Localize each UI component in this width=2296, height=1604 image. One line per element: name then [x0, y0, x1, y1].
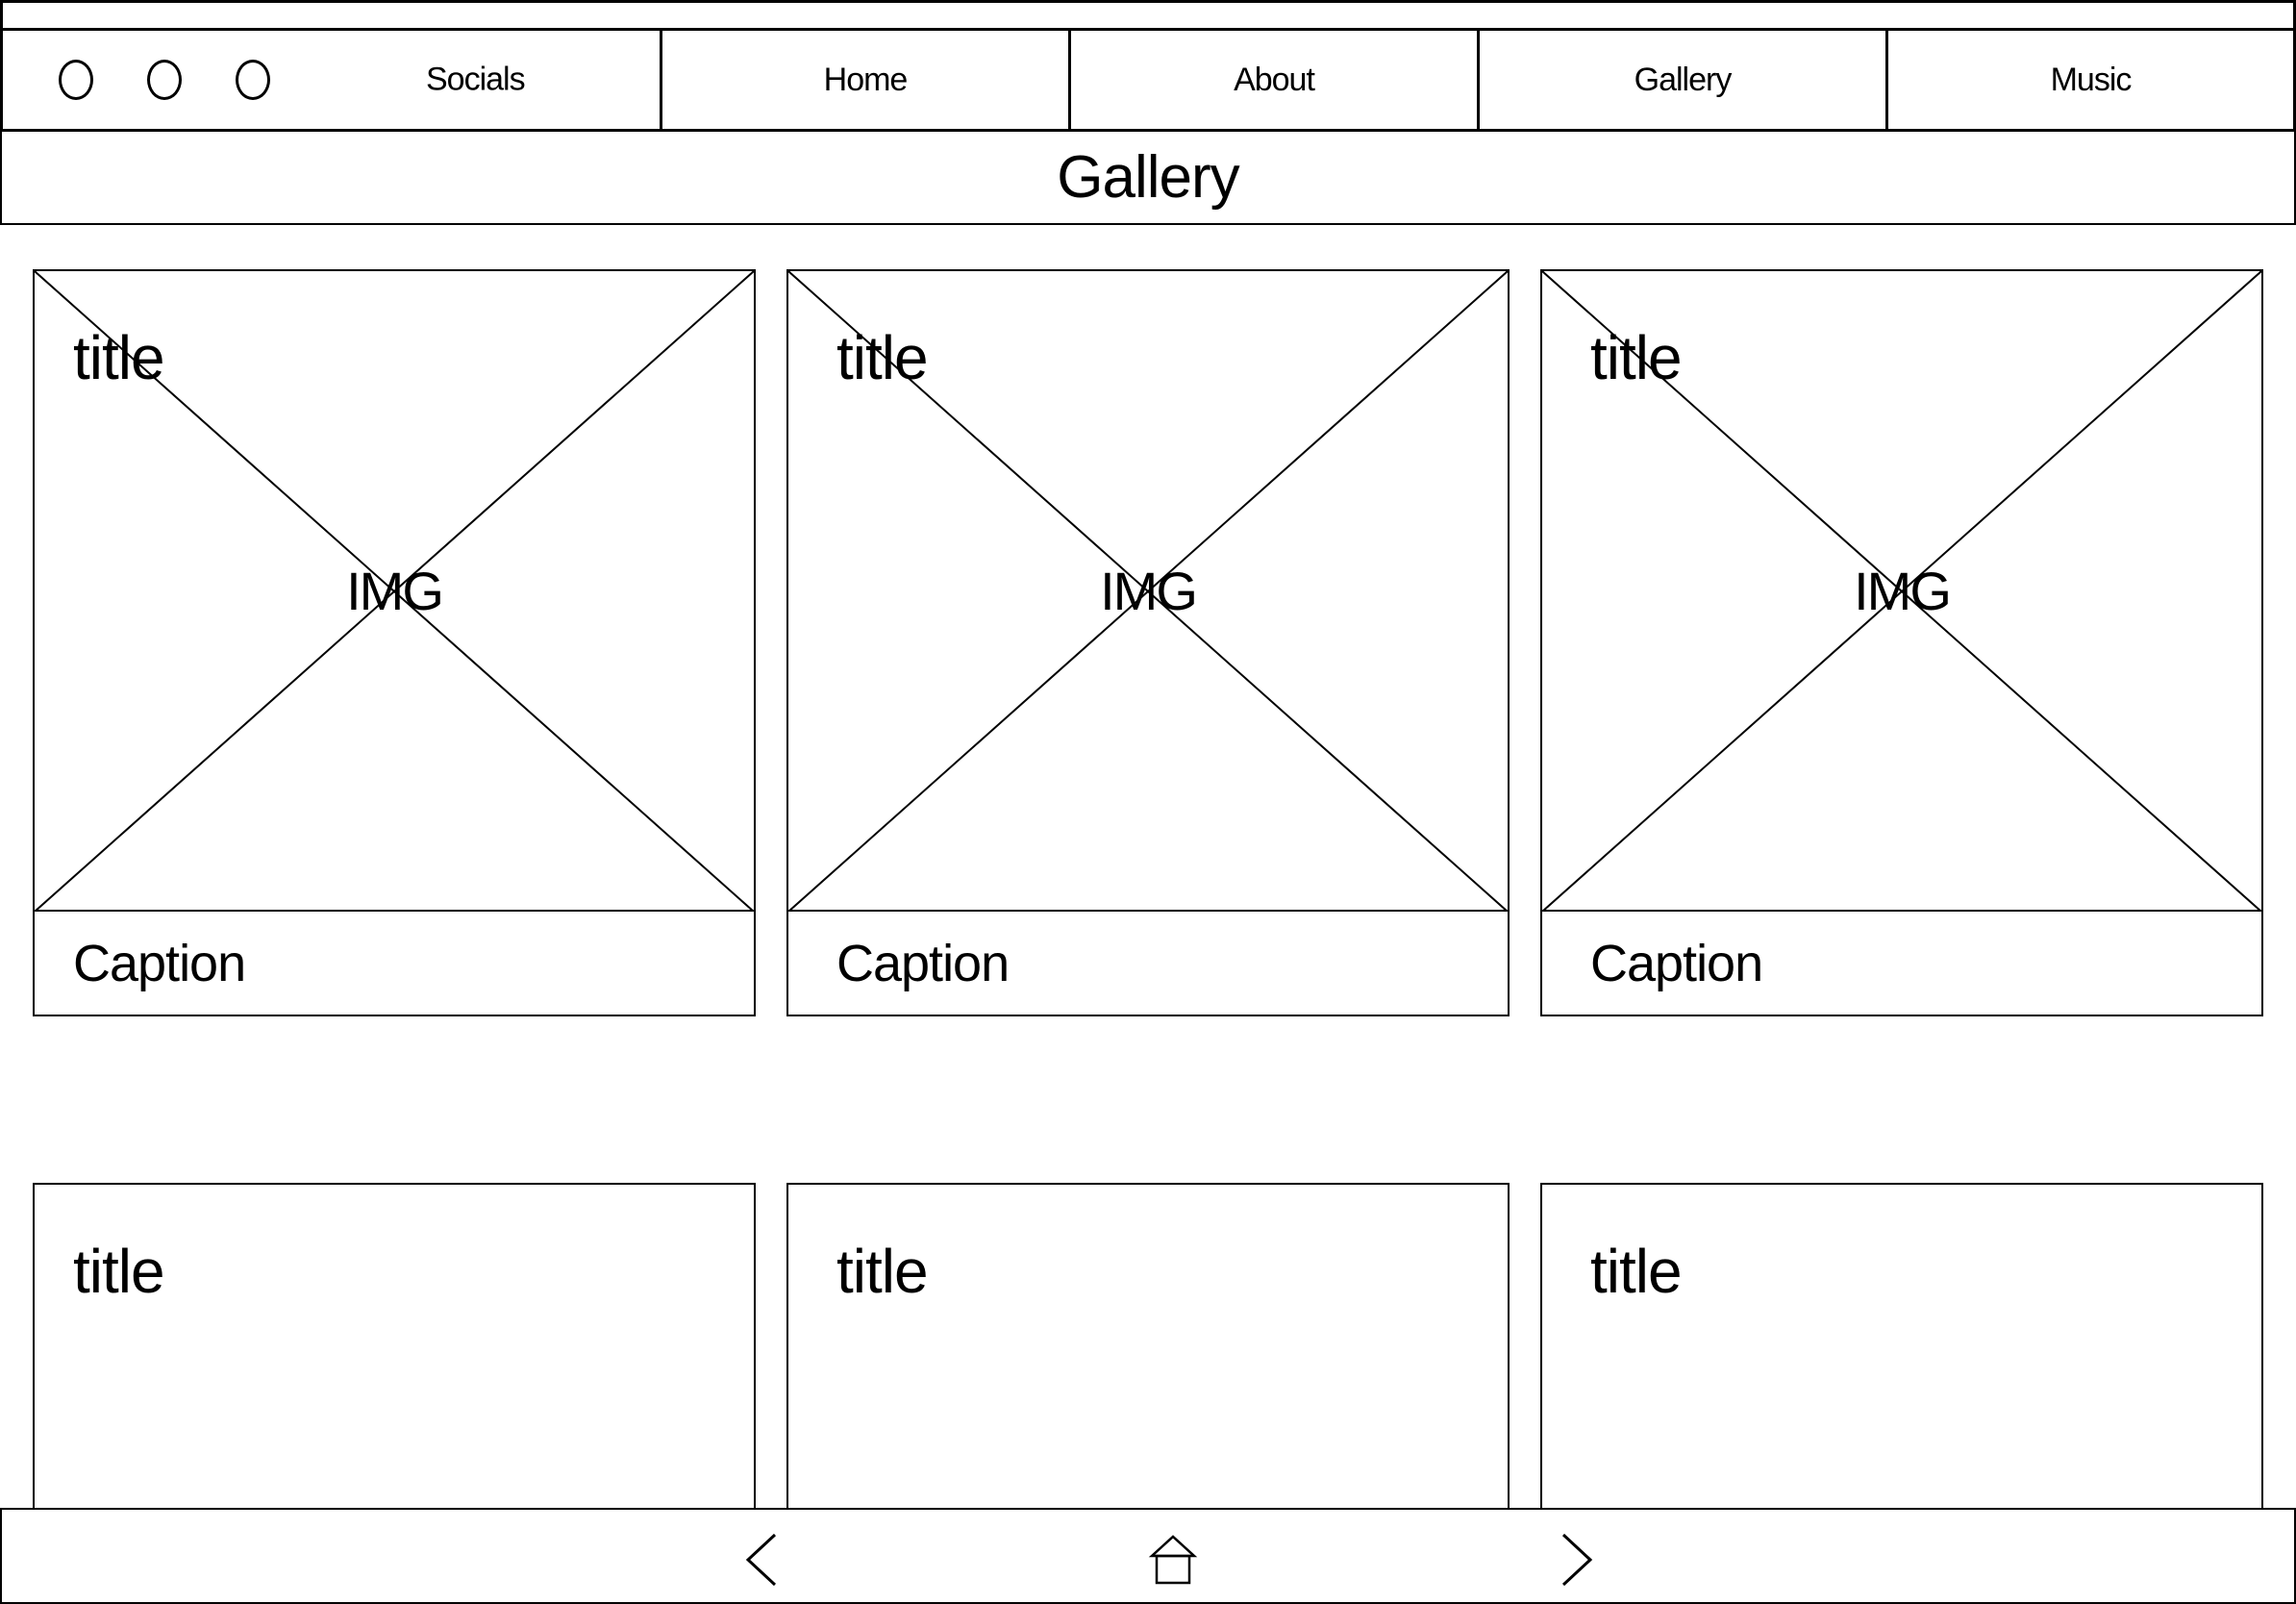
- card-title: title: [836, 323, 929, 392]
- nav-socials-label: Socials: [426, 61, 526, 98]
- card-caption: Caption: [1590, 935, 1763, 992]
- card-title: title: [836, 1237, 929, 1306]
- gallery-card-1[interactable]: title IMG Caption: [33, 269, 756, 1016]
- image-placeholder: [1542, 271, 2261, 912]
- nav-socials: Socials: [3, 31, 662, 129]
- card-caption: Caption: [836, 935, 1010, 992]
- image-placeholder: [35, 271, 754, 912]
- card-title: title: [73, 1237, 165, 1306]
- chevron-left-icon[interactable]: [742, 1533, 785, 1591]
- nav-item-gallery[interactable]: Gallery: [1480, 31, 1888, 129]
- image-label: IMG: [1854, 561, 1952, 621]
- caption-box: Caption: [35, 910, 754, 1015]
- card-title: title: [73, 323, 165, 392]
- nav-item-home-label: Home: [823, 61, 909, 98]
- chevron-right-icon[interactable]: [1554, 1533, 1596, 1591]
- gallery-card-4[interactable]: title: [33, 1183, 756, 1567]
- nav-item-music-label: Music: [2050, 61, 2133, 98]
- card-caption: Caption: [73, 935, 246, 992]
- image-placeholder: [788, 271, 1508, 912]
- top-strip: [0, 0, 2296, 31]
- caption-box: Caption: [788, 910, 1508, 1015]
- nav-item-music[interactable]: Music: [1888, 31, 2293, 129]
- gallery-card-5[interactable]: title: [786, 1183, 1510, 1567]
- image-label: IMG: [346, 561, 444, 621]
- social-icon-3[interactable]: [236, 60, 270, 100]
- page-title-bar: Gallery: [0, 129, 2296, 225]
- nav-item-gallery-label: Gallery: [1634, 61, 1733, 98]
- gallery-card-2[interactable]: title IMG Caption: [786, 269, 1510, 1016]
- nav-item-home[interactable]: Home: [662, 31, 1071, 129]
- card-title: title: [1590, 1237, 1683, 1306]
- image-label: IMG: [1100, 561, 1198, 621]
- gallery-card-3[interactable]: title IMG Caption: [1540, 269, 2263, 1016]
- card-title: title: [1590, 323, 1683, 392]
- social-icon-2[interactable]: [147, 60, 182, 100]
- nav-bar: Socials Home About Gallery Music: [0, 28, 2296, 132]
- social-icon-1[interactable]: [59, 60, 93, 100]
- caption-box: Caption: [1542, 910, 2261, 1015]
- nav-item-about[interactable]: About: [1071, 31, 1480, 129]
- page-title: Gallery: [1057, 143, 1239, 211]
- home-icon[interactable]: [1146, 1535, 1200, 1590]
- nav-item-about-label: About: [1234, 61, 1315, 98]
- bottom-nav-bar: [0, 1508, 2296, 1604]
